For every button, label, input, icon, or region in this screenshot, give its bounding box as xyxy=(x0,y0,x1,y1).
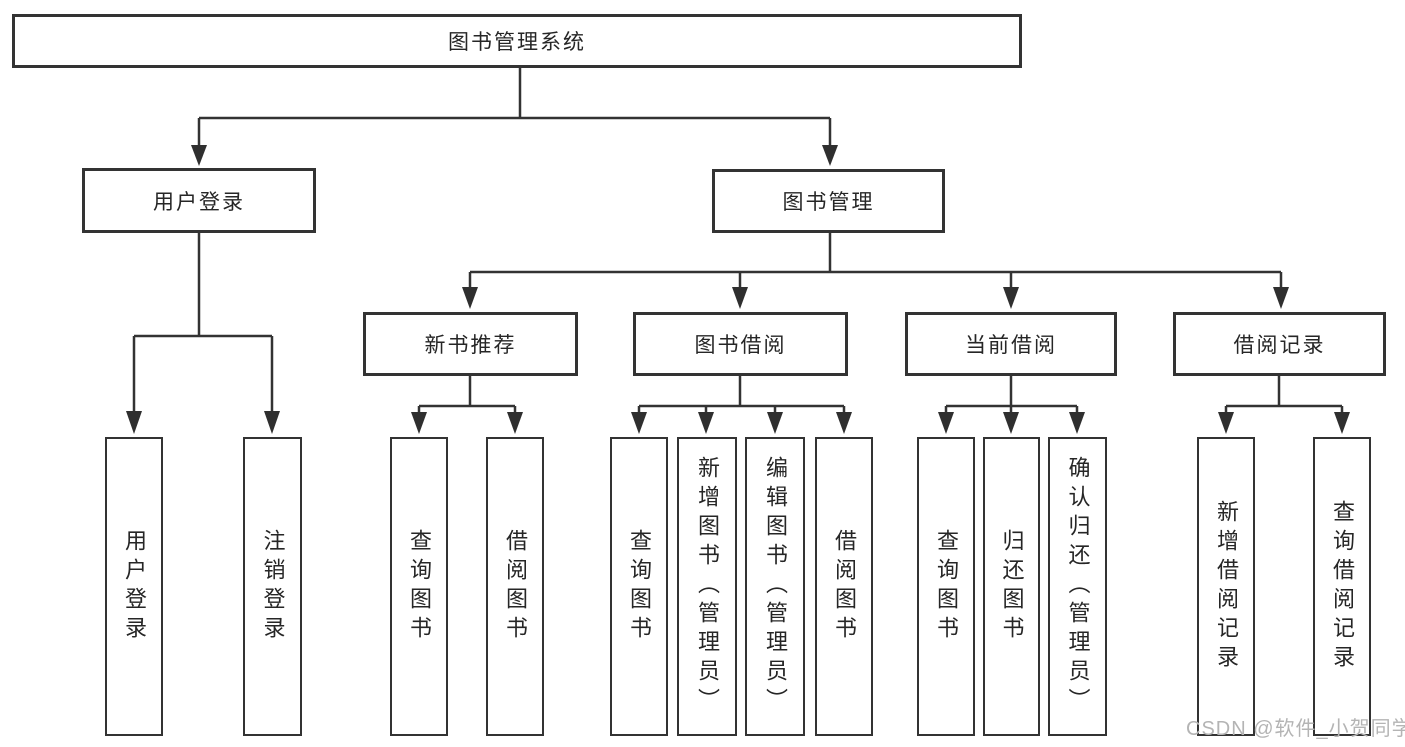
leaf-add-borrow-record: 新增借阅记录 xyxy=(1197,437,1255,736)
leaf-query-books-current: 查询图书 xyxy=(917,437,975,736)
node-book-borrow: 图书借阅 xyxy=(633,312,848,376)
node-new-book-recommend: 新书推荐 xyxy=(363,312,578,376)
leaf-logout: 注销登录 xyxy=(243,437,302,736)
node-book-management: 图书管理 xyxy=(712,169,945,233)
leaf-query-books-borrow: 查询图书 xyxy=(610,437,668,736)
arrowhead-icons xyxy=(126,145,1350,434)
leaf-user-login: 用户登录 xyxy=(105,437,163,736)
leaf-add-books-admin: 新增图书（管理员） xyxy=(677,437,737,736)
node-user-login: 用户登录 xyxy=(82,168,316,233)
leaf-query-borrow-record: 查询借阅记录 xyxy=(1313,437,1371,736)
node-borrow-records: 借阅记录 xyxy=(1173,312,1386,376)
csdn-watermark: CSDN @软件_小贺同学 xyxy=(1186,718,1405,740)
leaf-return-books: 归还图书 xyxy=(983,437,1040,736)
leaf-query-books-recommend: 查询图书 xyxy=(390,437,448,736)
leaf-borrow-books: 借阅图书 xyxy=(815,437,873,736)
leaf-confirm-return-admin: 确认归还（管理员） xyxy=(1048,437,1107,736)
leaf-edit-books-admin: 编辑图书（管理员） xyxy=(745,437,805,736)
node-root-library-system: 图书管理系统 xyxy=(12,14,1022,68)
leaf-borrow-books-recommend: 借阅图书 xyxy=(486,437,544,736)
node-current-borrow: 当前借阅 xyxy=(905,312,1117,376)
